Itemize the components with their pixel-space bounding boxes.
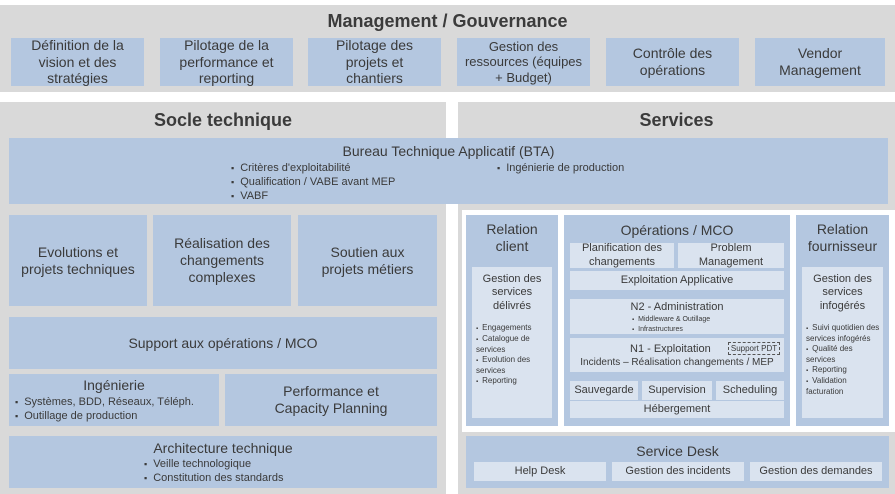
- relation-client-sub: Gestion des services délivrés Engagement…: [472, 267, 552, 418]
- bta-left-bullets: Critères d'exploitabilité Qualification …: [231, 161, 395, 203]
- relation-fournisseur-bullet: Validation facturation: [806, 376, 881, 397]
- relation-client-bullets: Engagements Catalogue de services Evolut…: [476, 323, 548, 387]
- architecture-bullet: Veille technologique: [144, 457, 283, 471]
- support-mco-box: Support aux opérations / MCO: [9, 317, 437, 369]
- relation-fournisseur-bullet: Qualité des services: [806, 344, 881, 365]
- sauvegarde-box: Sauvegarde: [570, 381, 638, 400]
- relation-client-title: Relation client: [486, 221, 538, 254]
- planification-box: Planification des changements: [570, 242, 674, 268]
- bta-bullet: Qualification / VABE avant MEP: [231, 175, 395, 189]
- n1-incidents: Incidents – Réalisation changements / ME…: [580, 357, 774, 368]
- relation-client-box: Relation client Gestion des services dél…: [466, 215, 558, 426]
- ingenierie-bullet: Systèmes, BDD, Réseaux, Téléph.: [15, 395, 194, 409]
- relation-fournisseur-title: Relation fournisseur: [807, 221, 878, 254]
- socle-title: Socle technique: [153, 110, 293, 130]
- bta-title: Bureau Technique Applicatif (BTA): [342, 143, 555, 159]
- bta-bullet: Ingénierie de production: [497, 161, 624, 175]
- exploitation-applicative-box: Exploitation Applicative: [570, 271, 784, 290]
- services-title: Services: [639, 110, 714, 130]
- relation-client-bullet: Engagements: [476, 323, 548, 334]
- evolutions-box: Evolutions et projets techniques: [9, 215, 147, 306]
- ingenierie-bullets: Systèmes, BDD, Réseaux, Téléph. Outillag…: [15, 395, 194, 423]
- management-item-controle: Contrôle des opérations: [606, 38, 739, 86]
- relation-client-bullet: Evolution des services: [476, 355, 548, 376]
- ingenierie-title: Ingénierie: [83, 377, 145, 393]
- n1-exploitation-box: N1 - Exploitation Support PDT Incidents …: [570, 338, 784, 372]
- operations-box: Opérations / MCO Planification des chang…: [564, 215, 790, 426]
- scheduling-box: Scheduling: [716, 381, 784, 400]
- n2-title: N2 - Administration: [630, 301, 724, 313]
- relation-fournisseur-bullet: Suivi quotidien des services infogérés: [806, 323, 881, 344]
- n2-bullet: Infrastructures: [632, 325, 710, 335]
- operations-title: Opérations / MCO: [620, 222, 734, 238]
- gestion-incidents-box: Gestion des incidents: [612, 462, 744, 481]
- management-title: Management / Gouvernance: [327, 11, 568, 31]
- n2-administration-box: N2 - Administration Middleware & Outilla…: [570, 299, 784, 334]
- relation-fournisseur-sub-title: Gestion des services infogérés: [813, 273, 872, 312]
- architecture-box: Architecture technique Veille technologi…: [9, 436, 437, 488]
- service-desk-title: Service Desk: [636, 443, 719, 459]
- gestion-demandes-box: Gestion des demandes: [750, 462, 882, 481]
- management-item-pilotage-performance: Pilotage de la performance et reporting: [160, 37, 293, 86]
- n2-bullet: Middleware & Outillage: [632, 315, 710, 325]
- management-item-gestion-ressources: Gestion des ressources (équipes + Budget…: [457, 38, 590, 86]
- service-desk-box: Service Desk Help Desk Gestion des incid…: [466, 436, 889, 488]
- management-item-pilotage-projets: Pilotage des projets et chantiers: [308, 37, 441, 86]
- help-desk-box: Help Desk: [474, 462, 606, 481]
- soutien-box: Soutien aux projets métiers: [298, 215, 437, 306]
- hebergement-box: Hébergement: [570, 401, 784, 418]
- n1-title: N1 - Exploitation: [630, 343, 711, 355]
- management-item-vision: Définition de la vision et des stratégie…: [11, 37, 144, 86]
- architecture-bullet: Constitution des standards: [144, 471, 283, 485]
- supervision-box: Supervision: [642, 381, 712, 400]
- n2-bullets: Middleware & Outillage Infrastructures: [632, 315, 710, 335]
- realisation-box: Réalisation des changements complexes: [153, 215, 291, 306]
- bta-right-bullets: Ingénierie de production: [497, 161, 624, 175]
- relation-client-sub-title: Gestion des services délivrés: [482, 273, 542, 312]
- performance-box: Performance et Capacity Planning: [225, 374, 437, 426]
- architecture-bullets: Veille technologique Constitution des st…: [144, 457, 283, 485]
- relation-fournisseur-sub: Gestion des services infogérés Suivi quo…: [802, 267, 883, 418]
- management-item-vendor: Vendor Management: [755, 38, 885, 86]
- management-band: Management / Gouvernance Définition de l…: [0, 5, 895, 92]
- relation-fournisseur-bullets: Suivi quotidien des services infogérés Q…: [806, 323, 881, 397]
- relation-client-bullet: Reporting: [476, 376, 548, 387]
- bta-bullet: VABF: [231, 189, 395, 203]
- ingenierie-box: Ingénierie Systèmes, BDD, Réseaux, Télép…: [9, 374, 219, 426]
- support-pdt-box: Support PDT: [728, 342, 780, 355]
- bta-bullet: Critères d'exploitabilité: [231, 161, 395, 175]
- relation-fournisseur-box: Relation fournisseur Gestion des service…: [796, 215, 889, 426]
- relation-client-bullet: Catalogue de services: [476, 334, 548, 355]
- architecture-title: Architecture technique: [153, 440, 293, 456]
- relation-fournisseur-bullet: Reporting: [806, 365, 881, 376]
- bta-box: Bureau Technique Applicatif (BTA) Critèr…: [9, 138, 888, 204]
- problem-management-box: Problem Management: [678, 242, 784, 268]
- ingenierie-bullet: Outillage de production: [15, 409, 194, 423]
